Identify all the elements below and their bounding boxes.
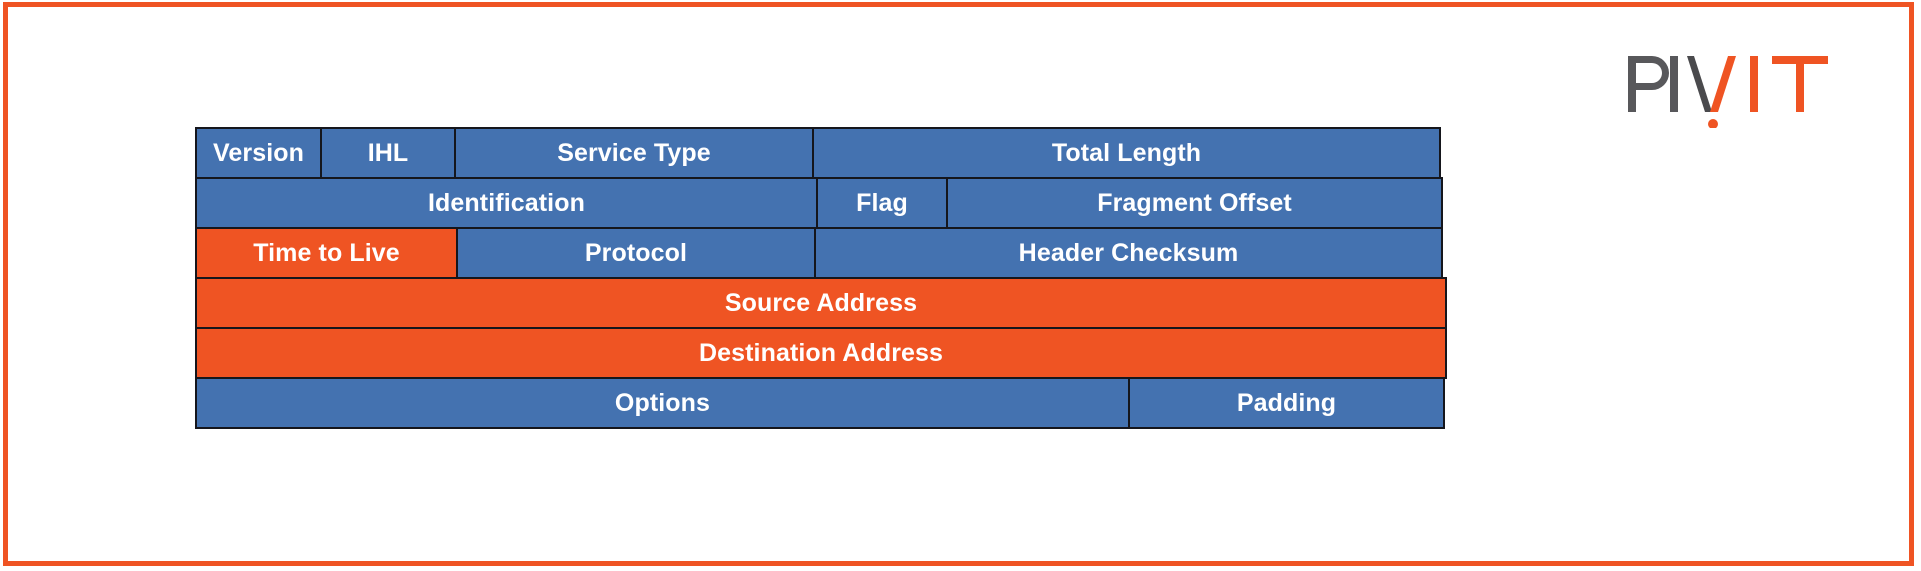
row-5: Destination Address: [195, 327, 1447, 379]
header-field-identification: Identification: [195, 177, 818, 229]
header-field-padding: Padding: [1128, 377, 1445, 429]
header-field-options: Options: [195, 377, 1130, 429]
header-field-time-to-live: Time to Live: [195, 227, 458, 279]
header-field-destination-address: Destination Address: [195, 327, 1447, 379]
accent-dot: [1708, 119, 1718, 128]
pivit-logo: [1626, 48, 1836, 128]
header-field-source-address: Source Address: [195, 277, 1447, 329]
header-field-fragment-offset: Fragment Offset: [946, 177, 1443, 229]
header-field-version: Version: [195, 127, 322, 179]
header-field-protocol: Protocol: [456, 227, 816, 279]
row-4: Source Address: [195, 277, 1447, 329]
pivit-logo-mark: [1628, 56, 1828, 128]
header-field-flag: Flag: [816, 177, 948, 229]
header-field-total-length: Total Length: [812, 127, 1441, 179]
header-field-service-type: Service Type: [454, 127, 814, 179]
header-field-ihl: IHL: [320, 127, 456, 179]
header-field-header-checksum: Header Checksum: [814, 227, 1443, 279]
